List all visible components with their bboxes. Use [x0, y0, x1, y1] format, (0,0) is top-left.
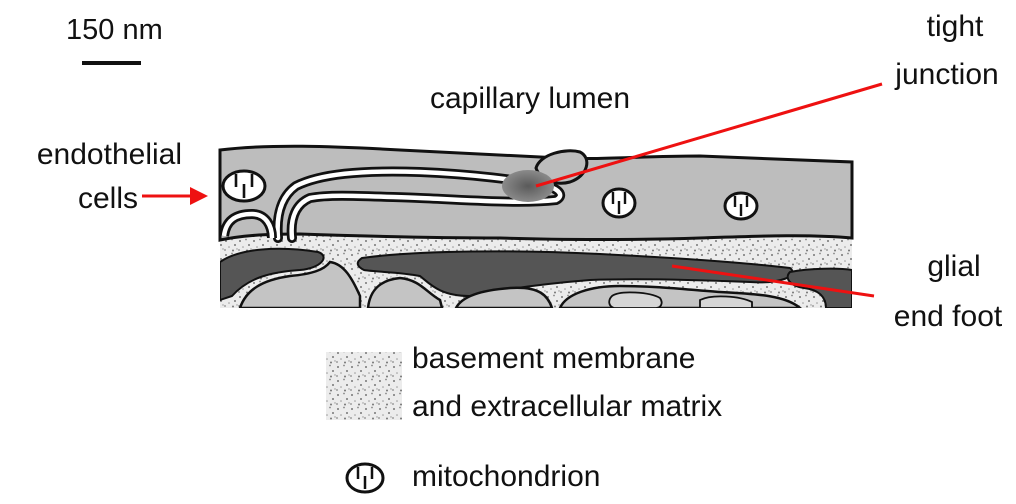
mitochondrion-icon [603, 189, 635, 217]
glial-end-foot-label-line1: glial [904, 252, 1004, 282]
scale-bar-label: 150 nm [66, 16, 174, 45]
endothelial-arrow [142, 187, 208, 205]
legend-basement-line1: basement membrane [412, 344, 695, 374]
mitochondrion-icon [347, 464, 383, 492]
basement-membrane-swatch [326, 352, 402, 420]
tight-junction-label-line2: junction [880, 60, 1014, 90]
glial-end-foot-label-line2: end foot [880, 302, 1016, 332]
legend-mitochondrion-label: mitochondrion [412, 462, 600, 492]
capillary-lumen-label: capillary lumen [410, 84, 650, 114]
tight-junction-label-line1: tight [900, 12, 1010, 42]
endothelial-label-line2: cells [2, 184, 138, 214]
tight-junction [502, 170, 554, 202]
endothelial-label-line1: endothelial [2, 140, 182, 170]
legend-basement-line2: and extracellular matrix [412, 392, 722, 422]
mitochondrion-icon [223, 171, 265, 201]
mitochondrion-icon [725, 193, 757, 219]
